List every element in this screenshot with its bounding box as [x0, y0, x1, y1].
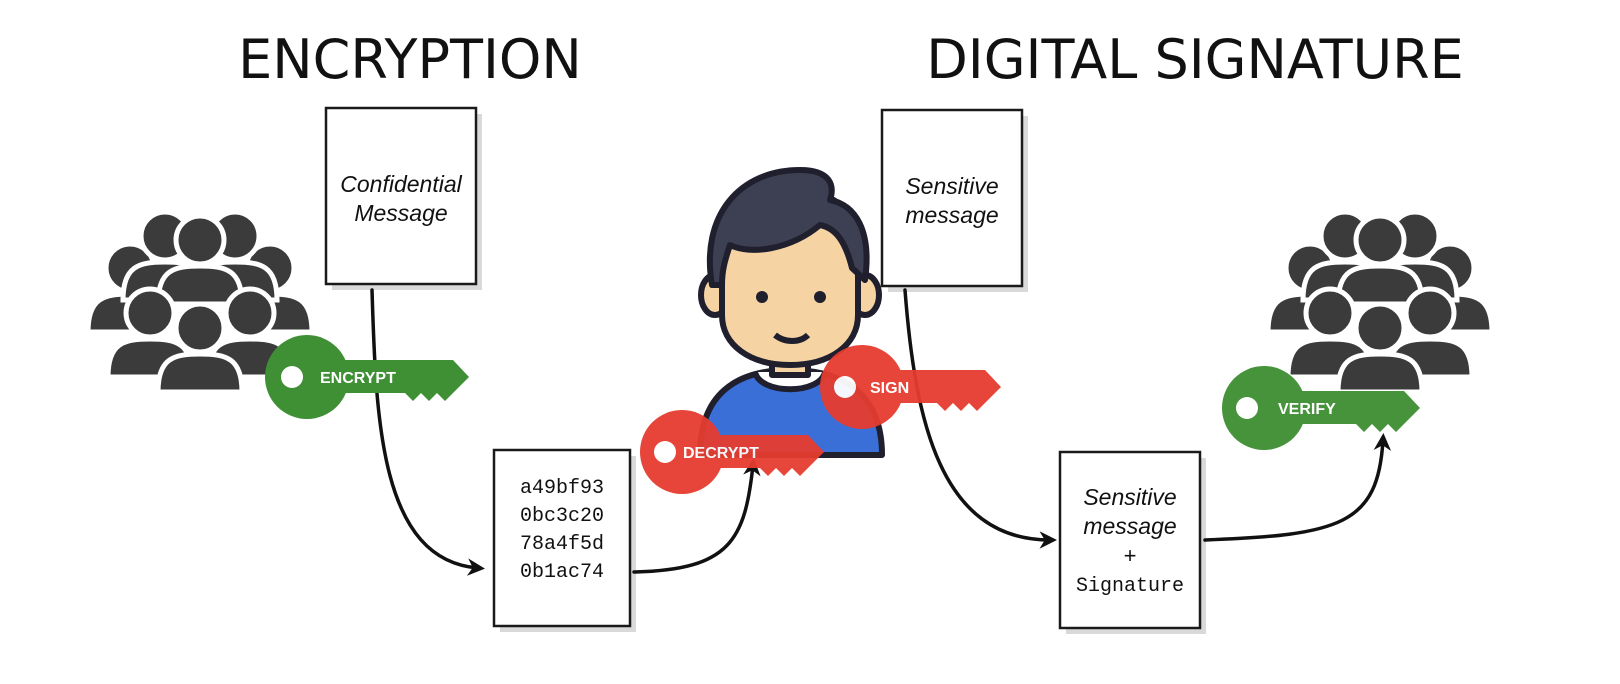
document-line: Sensitive — [1083, 484, 1176, 510]
group-of-people-icon — [1268, 212, 1492, 392]
digital-signature-title: DIGITAL SIGNATURE — [926, 28, 1464, 91]
encryption-title: ENCRYPTION — [238, 28, 582, 91]
document-line: Sensitive — [905, 173, 998, 199]
sign-key: SIGN — [820, 345, 1001, 429]
sensitive-message-document: Sensitive message — [880, 108, 1028, 292]
arrow-to-decrypt — [632, 458, 761, 574]
document-line: Message — [354, 200, 447, 226]
ciphertext-line: a49bf93 — [520, 477, 604, 500]
document-line: Confidential — [340, 171, 462, 197]
ciphertext-line: 0bc3c20 — [520, 505, 604, 528]
plus-sign: + — [1124, 543, 1137, 568]
key-label: ENCRYPT — [320, 370, 396, 387]
signed-message-document: Sensitive message + Signature — [1058, 450, 1206, 634]
ciphertext-line: 78a4f5d — [520, 533, 604, 556]
key-shape — [265, 335, 349, 419]
key-label: SIGN — [870, 380, 909, 397]
verify-key: VERIFY — [1222, 366, 1420, 450]
key-label: DECRYPT — [683, 445, 759, 462]
ciphertext-document: a49bf93 0bc3c20 78a4f5d 0b1ac74 — [492, 448, 636, 632]
arrow-to-signed — [903, 288, 1057, 549]
arrow-to-verify — [1203, 433, 1392, 542]
decrypt-key: DECRYPT — [640, 410, 824, 494]
document-line: Signature — [1076, 575, 1184, 598]
key-label: VERIFY — [1278, 401, 1336, 418]
confidential-message-document: Confidential Message — [324, 106, 482, 290]
ciphertext-line: 0b1ac74 — [520, 561, 604, 584]
document-line: message — [905, 202, 998, 228]
encrypt-key: ENCRYPT — [265, 335, 469, 419]
arrow-to-ciphertext — [370, 288, 485, 576]
document-line: message — [1083, 513, 1176, 539]
